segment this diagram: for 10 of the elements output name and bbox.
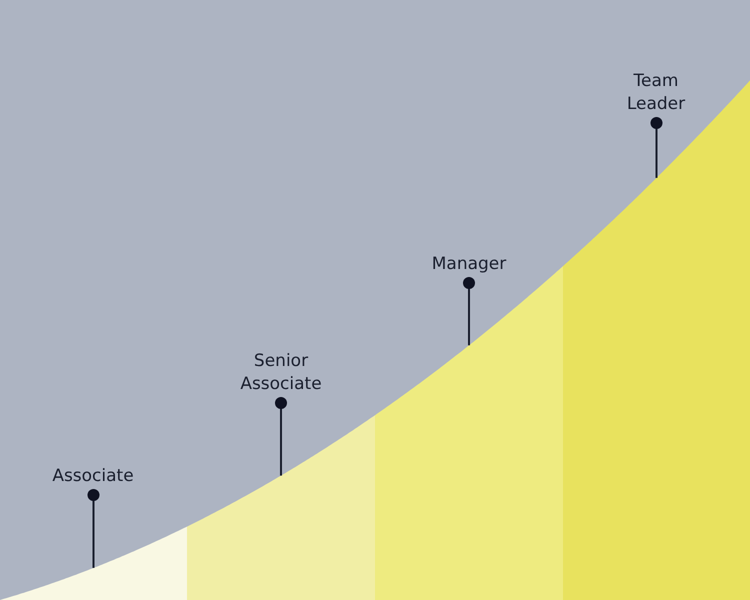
- role-label: Team Leader: [606, 70, 706, 116]
- leader-line: [88, 489, 100, 568]
- role-label: Manager: [419, 253, 519, 276]
- role-label: Senior Associate: [231, 350, 331, 396]
- career-band: [187, 415, 375, 600]
- leader-line: [275, 397, 287, 476]
- role-label: Associate: [43, 465, 143, 488]
- career-band: [0, 526, 187, 600]
- leader-line: [650, 117, 662, 178]
- leader-line: [463, 277, 475, 346]
